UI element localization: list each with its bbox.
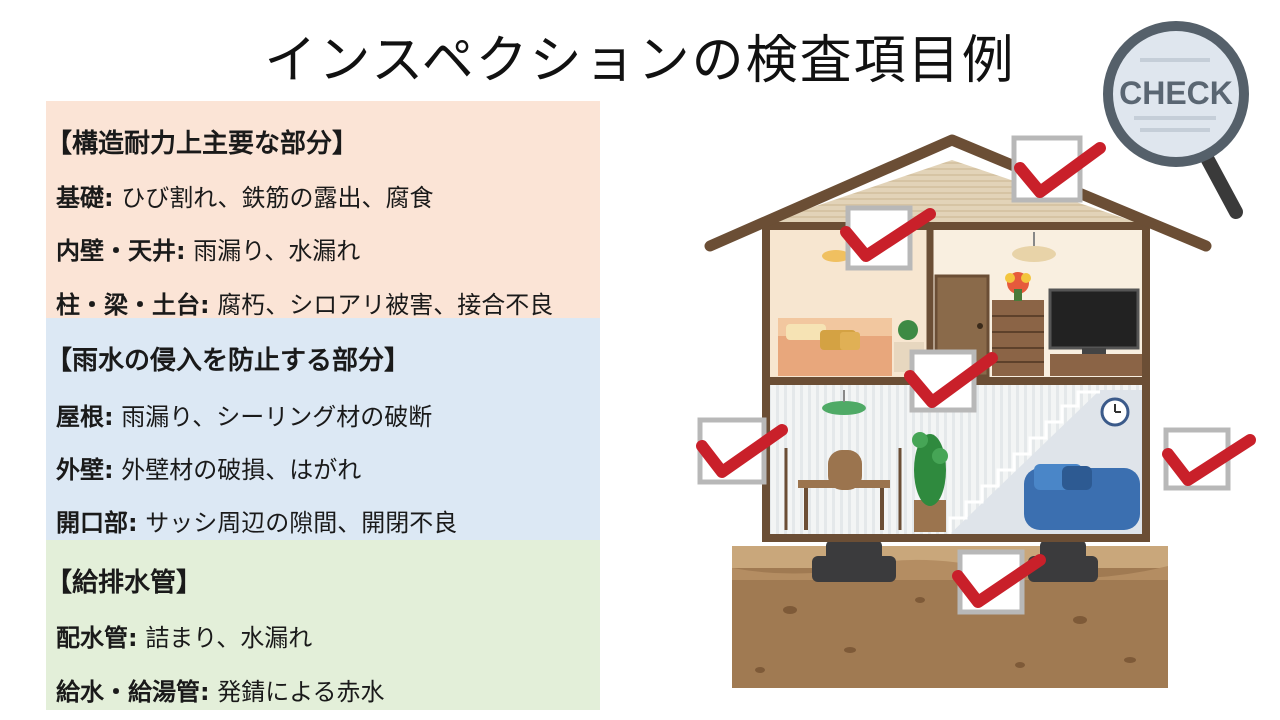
check-foundation-icon [952,549,1046,615]
item-value: 腐朽、シロアリ被害、接合不良 [209,291,554,319]
item-row: 給水・給湯管: 発錆による赤水 [56,672,385,707]
check-roof-icon [1011,135,1106,203]
bedroom [778,250,924,376]
item-label: 屋根: [56,403,114,431]
upper-room [934,232,1142,378]
check-wall-icon [904,349,998,413]
item-row: 開口部: サッシ周辺の隙間、開閉不良 [56,503,457,538]
item-value: 外壁材の破損、はがれ [113,456,362,484]
page-title: インスペクションの検査項目例 [264,31,1016,91]
item-row: 基礎: ひび割れ、鉄筋の露出、腐食 [56,178,433,213]
section-heading: 【給排水管】 [46,568,203,598]
item-label: 配水管: [56,624,138,652]
section-structural: 【構造耐力上主要な部分】 基礎: ひび割れ、鉄筋の露出、腐食 内壁・天井: 雨漏… [46,101,600,320]
section-heading: 【構造耐力上主要な部分】 [46,129,359,159]
section-heading: 【雨水の侵入を防止する部分】 [46,346,411,376]
item-label: 基礎: [56,184,114,212]
foundation-soil [732,540,1168,688]
item-label: 内壁・天井: [56,237,186,265]
check-exterior-right-icon [1162,427,1256,491]
item-label: 外壁: [56,456,114,484]
item-row: 柱・梁・土台: 腐朽、シロアリ被害、接合不良 [56,285,553,320]
section-plumbing: 【給排水管】 配水管: 詰まり、水漏れ 給水・給湯管: 発錆による赤水 [46,540,600,710]
check-opening-left-icon [696,417,788,485]
item-label: 給水・給湯管: [56,678,210,706]
magnifier-icon: CHECK [1103,21,1249,219]
item-value: 発錆による赤水 [209,678,385,706]
item-value: 詰まり、水漏れ [137,624,313,652]
item-value: 雨漏り、シーリング材の破断 [113,403,433,431]
item-value: 雨漏り、水漏れ [185,237,361,265]
item-row: 配水管: 詰まり、水漏れ [56,618,312,653]
item-value: ひび割れ、鉄筋の露出、腐食 [113,184,434,212]
item-row: 屋根: 雨漏り、シーリング材の破断 [56,397,432,432]
item-label: 開口部: [56,509,138,537]
item-value: サッシ周辺の隙間、開閉不良 [137,509,458,537]
check-ceiling-icon [840,205,936,271]
item-label: 柱・梁・土台: [56,291,210,319]
item-row: 外壁: 外壁材の破損、はがれ [56,450,361,485]
item-row: 内壁・天井: 雨漏り、水漏れ [56,231,360,266]
magnifier-text: CHECK [1119,75,1233,111]
lower-room [784,390,1140,532]
house-illustration: CHECK [696,21,1256,688]
section-rainwater: 【雨水の侵入を防止する部分】 屋根: 雨漏り、シーリング材の破断 外壁: 外壁材… [46,318,600,540]
